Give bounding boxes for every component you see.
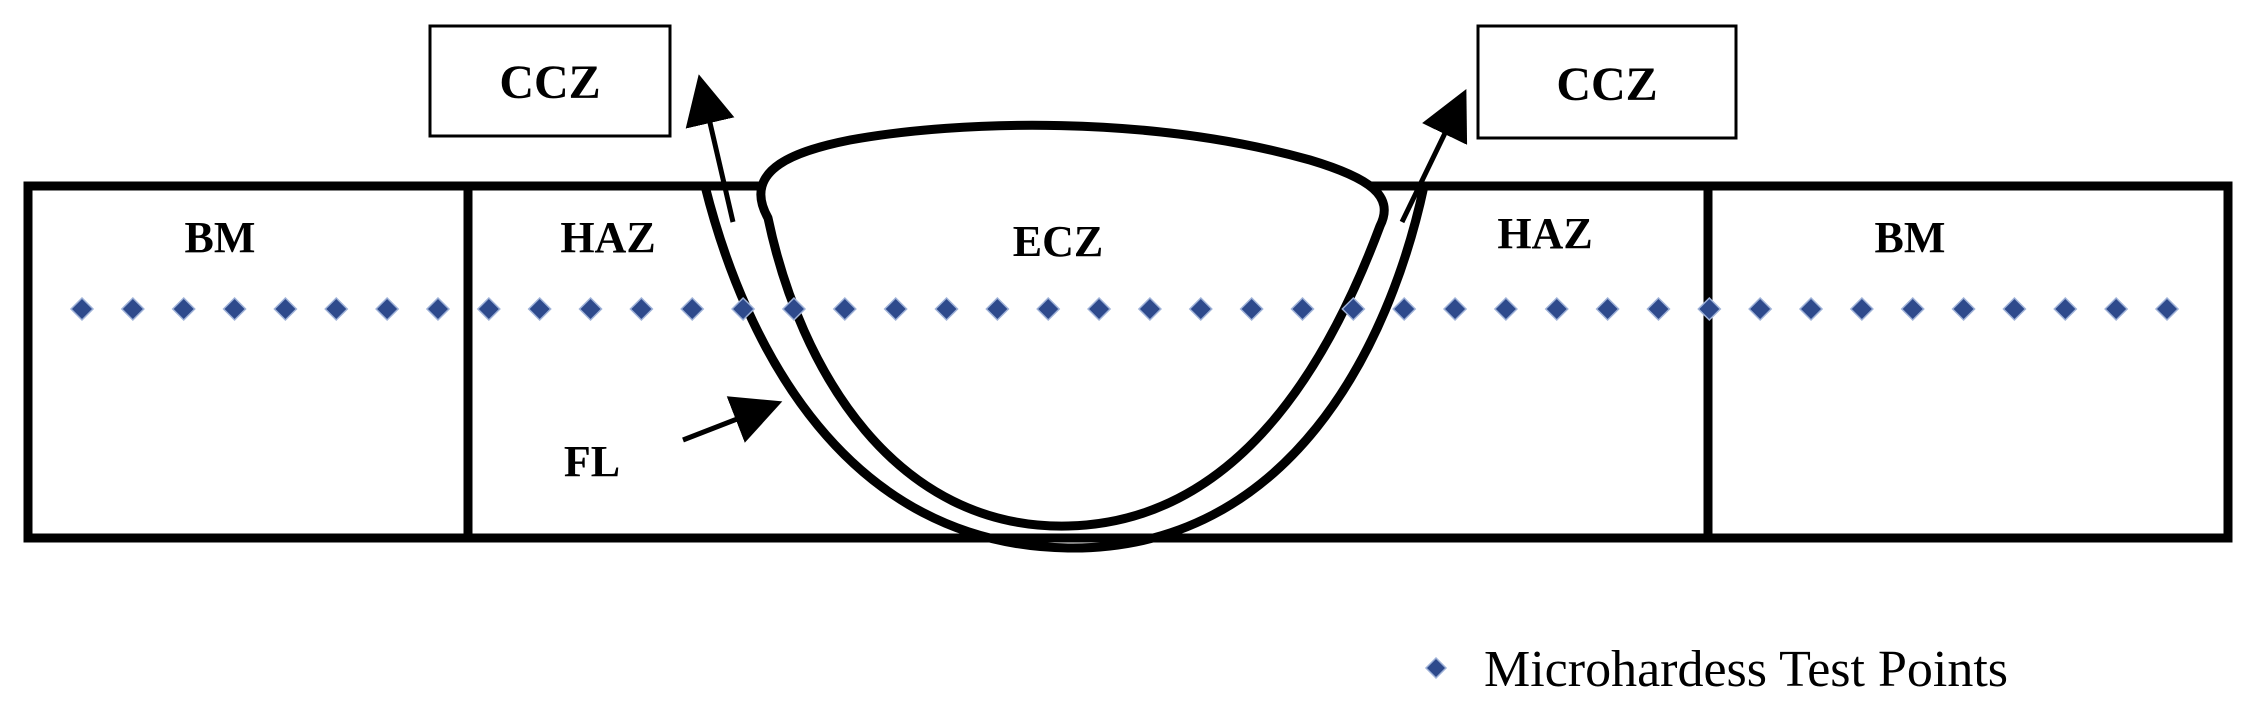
- test-point-marker: [578, 296, 603, 322]
- ccz-arrow-right: [1399, 88, 1468, 224]
- zone-label-haz-right: HAZ: [1497, 209, 1592, 258]
- test-point-marker: [680, 296, 705, 322]
- test-point-marker: [781, 296, 807, 322]
- ccz-label-right: CCZ: [1556, 58, 1657, 111]
- test-point-marker: [1493, 296, 1518, 322]
- zone-label-bm-right: BM: [1875, 213, 1946, 262]
- test-point-marker: [2053, 296, 2078, 322]
- test-point-marker: [1392, 296, 1417, 322]
- test-point-marker: [1341, 296, 1366, 322]
- fl-arrow: [682, 396, 783, 443]
- test-point-marker: [1646, 296, 1671, 322]
- test-point-marker: [985, 296, 1010, 322]
- test-point-marker: [1697, 296, 1722, 322]
- test-point-marker: [1748, 296, 1773, 322]
- ccz-label-left: CCZ: [499, 56, 600, 109]
- test-point-marker: [731, 296, 756, 322]
- test-point-marker: [527, 296, 552, 322]
- test-point-marker: [1137, 296, 1162, 322]
- test-point-marker: [1544, 296, 1569, 322]
- legend-label: Microhardess Test Points: [1484, 641, 2008, 698]
- test-point-marker: [2002, 296, 2027, 322]
- test-point-marker: [1188, 296, 1213, 322]
- test-point-marker: [934, 296, 959, 322]
- test-point-marker: [1900, 296, 1925, 322]
- test-point-marker: [273, 296, 298, 322]
- ccz-arrow-left: [685, 74, 736, 223]
- test-point-marker: [222, 296, 247, 322]
- test-point-marker: [1849, 296, 1874, 322]
- test-point-marker: [120, 296, 145, 322]
- weld-nugget-ecz: [756, 120, 1389, 531]
- test-point-marker: [171, 296, 196, 322]
- test-point-marker: [1951, 296, 1976, 322]
- test-point-marker: [629, 296, 654, 322]
- test-point-marker: [1239, 296, 1264, 322]
- test-point-marker: [1036, 296, 1061, 322]
- test-point-marker: [883, 296, 908, 322]
- test-point-marker: [375, 296, 400, 322]
- ccz-box-right: [1476, 24, 1738, 140]
- ccz-box-left: [428, 24, 672, 138]
- zone-label-haz-left: HAZ: [560, 213, 655, 262]
- test-point-marker: [425, 296, 451, 322]
- zone-label-ecz: ECZ: [1013, 217, 1103, 266]
- test-point-marker: [832, 296, 857, 322]
- test-point-marker: [476, 296, 501, 322]
- test-point-marker: [1798, 296, 1824, 322]
- test-point-marker: [1442, 296, 1468, 322]
- legend-marker-icon: [1424, 656, 1448, 680]
- test-point-marker: [324, 296, 349, 322]
- zone-label-bm-left: BM: [185, 213, 256, 262]
- test-point-marker: [1595, 296, 1620, 322]
- legend: Microhardess Test Points: [1424, 641, 2008, 698]
- test-point-marker: [2104, 296, 2129, 322]
- test-point-marker: [1290, 296, 1315, 322]
- test-point-marker: [69, 296, 95, 322]
- fl-label: FL: [564, 437, 620, 486]
- test-point-marker: [1087, 296, 1112, 322]
- test-point-marker: [2154, 296, 2180, 322]
- test-points-row: [69, 296, 2180, 322]
